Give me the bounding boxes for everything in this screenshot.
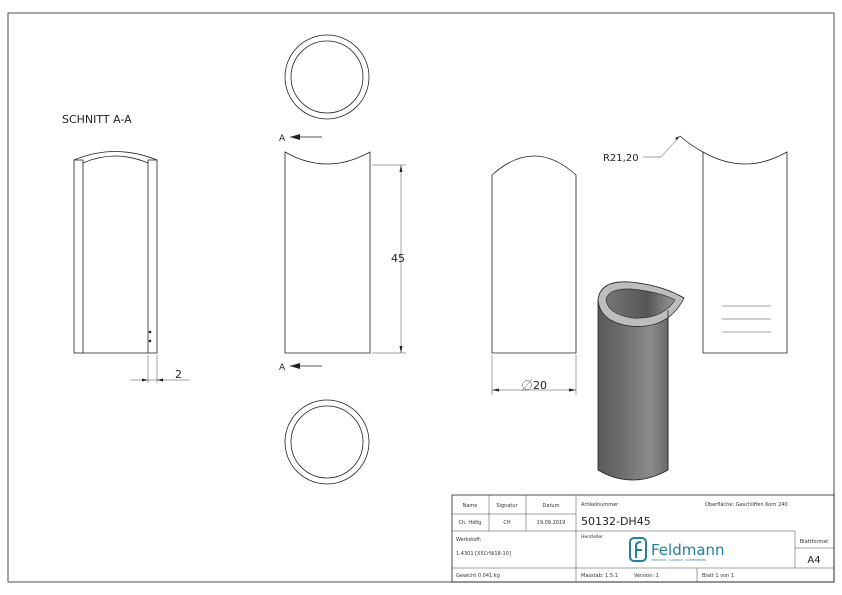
title-block: Name Signatur Datum Ch. Häfig CH 19.09.2… — [451, 494, 835, 583]
logo-tagline: EDELSTAHL · ALUMINIUM · SCHMIEDEEISEN — [652, 558, 706, 562]
radius-dimension: R21,20 — [603, 153, 639, 164]
sheet-number: Blatt 1 von 1 — [702, 573, 734, 579]
bottom-view — [284, 399, 370, 485]
section-marker-bottom: A — [279, 363, 286, 373]
article-number: 50132-DH45 — [581, 515, 651, 528]
section-label: SCHNITT A-A — [62, 113, 132, 126]
drawing-date: 19.09.2019 — [537, 520, 566, 526]
material-value: 1.4301 [X5CrNi18-10] — [456, 551, 511, 557]
version: Version: 1 — [634, 573, 659, 579]
wall-dimension: 2 — [175, 368, 182, 381]
date-header: Datum — [543, 503, 560, 509]
top-view — [284, 34, 370, 120]
logo-text: Feldmann — [651, 541, 725, 559]
diameter-dimension: 20 — [533, 379, 547, 392]
material-label: Werkstoff: — [456, 537, 482, 543]
drafter-name: Ch. Häfig — [459, 520, 482, 526]
front-view: A A 45 — [279, 134, 406, 373]
side-view: 20 — [491, 155, 577, 395]
weight: Gewicht 0.041 kg — [456, 573, 500, 579]
isometric-view — [597, 281, 685, 481]
right-view: R21,20 — [603, 135, 788, 354]
signature-header: Signatur — [496, 503, 518, 509]
format-label: Blattformat — [800, 539, 829, 545]
section-marker-top: A — [279, 134, 286, 144]
manufacturer-label: Hersteller — [581, 534, 603, 540]
name-header: Name — [463, 503, 478, 509]
format-value: A4 — [807, 555, 820, 566]
article-label: Artikelnummer — [581, 502, 619, 508]
feldmann-logo: Feldmann EDELSTAHL · ALUMINIUM · SCHMIED… — [629, 537, 725, 562]
surface-finish: Oberfläche: Geschliffen Korn 240 — [705, 502, 788, 508]
height-dimension: 45 — [391, 252, 405, 265]
section-view: SCHNITT A-A 2 — [62, 113, 190, 383]
sheet-frame — [7, 12, 835, 583]
scale: Masstab: 1.5:1 — [581, 573, 618, 579]
drafter-signature: CH — [503, 520, 510, 526]
